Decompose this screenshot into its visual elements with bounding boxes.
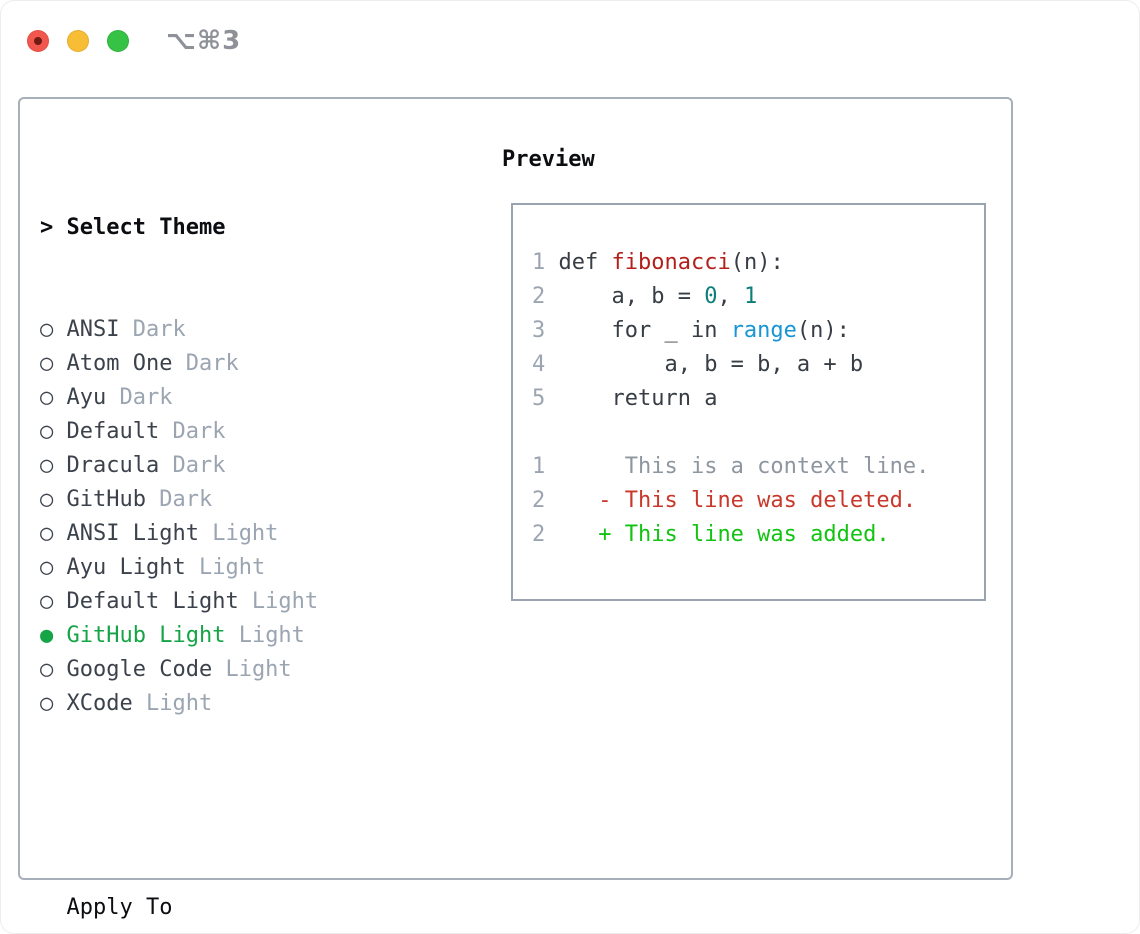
theme-variant-tag: Dark (119, 317, 186, 342)
line-number: 2 (532, 522, 559, 547)
theme-option-atom-one[interactable]: ○ Atom One Dark (40, 347, 411, 381)
titlebar: ⌥⌘3 (27, 26, 241, 56)
select-theme-header: > Select Theme (40, 211, 411, 245)
code-line: 2 a, b = 0, 1 (532, 280, 984, 314)
line-number: 1 (532, 454, 559, 479)
theme-variant-tag: Light (198, 521, 279, 546)
unsaved-dot-icon (34, 37, 42, 45)
theme-name: Default Light (66, 589, 239, 614)
radio-unselected-icon: ○ (40, 657, 67, 682)
window-title: ⌥⌘3 (166, 26, 242, 56)
radio-unselected-icon: ○ (40, 419, 67, 444)
theme-name: Ayu Light (66, 555, 186, 580)
line-number: 4 (532, 352, 559, 377)
theme-name: Atom One (66, 351, 173, 376)
spacer (40, 789, 411, 823)
theme-variant-tag: Light (132, 691, 213, 716)
maximize-button[interactable] (107, 30, 129, 52)
theme-name: Dracula (66, 453, 160, 478)
select-theme-title: Select Theme (66, 215, 226, 240)
theme-name: XCode (66, 691, 133, 716)
theme-name: Ayu (66, 385, 107, 410)
code-token-deleted: - This line was deleted. (558, 488, 917, 513)
radio-unselected-icon: ○ (40, 317, 67, 342)
theme-option-xcode[interactable]: ○ XCode Light (40, 687, 411, 721)
minimize-button[interactable] (67, 30, 89, 52)
apply-to-header: Apply To (66, 895, 173, 920)
code-line (532, 416, 984, 450)
theme-variant-tag: Dark (106, 385, 173, 410)
theme-variant-tag: Dark (159, 453, 226, 478)
code-token-context: This is a context line. (558, 454, 930, 479)
theme-option-ayu[interactable]: ○ Ayu Dark (40, 381, 411, 415)
code-line: 4 a, b = b, a + b (532, 348, 984, 382)
theme-picker-panel: > Select Theme ○ ANSI Dark○ Atom One Dar… (18, 97, 1013, 920)
theme-name: GitHub Light (66, 623, 226, 648)
code-token-plain: a, b = b, a + b (558, 352, 864, 377)
close-button[interactable] (27, 30, 49, 52)
preview-title: Preview (502, 147, 595, 172)
code-line: 2 - This line was deleted. (532, 484, 984, 518)
line-number: 5 (532, 386, 559, 411)
code-line: 5 return a (532, 382, 984, 416)
code-token-plain: for _ in (558, 318, 731, 343)
radio-unselected-icon: ○ (40, 453, 67, 478)
radio-unselected-icon: ○ (40, 521, 67, 546)
code-token-plain: (n): (796, 318, 850, 343)
code-token-added: + This line was added. (558, 522, 890, 547)
code-line: 1 This is a context line. (532, 450, 984, 484)
theme-option-default-light[interactable]: ○ Default Light Light (40, 585, 411, 619)
theme-name: ANSI (66, 317, 120, 342)
theme-option-github[interactable]: ○ GitHub Dark (40, 483, 411, 517)
radio-unselected-icon: ○ (40, 555, 67, 580)
code-token-func: fibonacci (611, 250, 731, 275)
line-number: 1 (532, 250, 559, 275)
theme-option-dracula[interactable]: ○ Dracula Dark (40, 449, 411, 483)
theme-variant-tag: Light (225, 623, 305, 648)
theme-option-ayu-light[interactable]: ○ Ayu Light Light (40, 551, 411, 585)
theme-option-google-code[interactable]: ○ Google Code Light (40, 653, 411, 687)
theme-option-ansi[interactable]: ○ ANSI Dark (40, 313, 411, 347)
radio-unselected-icon: ○ (40, 487, 67, 512)
theme-variant-tag: Light (238, 589, 319, 614)
theme-variant-tag: Light (212, 657, 292, 682)
code-token-plain: def (558, 250, 612, 275)
cursor-icon: > (40, 215, 67, 240)
code-line: 1 def fibonacci(n): (532, 246, 984, 280)
code-token-plain: a, b = (558, 284, 705, 309)
code-line: 2 + This line was added. (532, 518, 984, 552)
theme-list: ○ ANSI Dark○ Atom One Dark○ Ayu Dark○ De… (40, 313, 411, 721)
code-token-plain: , (717, 284, 744, 309)
radio-selected-icon: ● (40, 623, 67, 648)
theme-name: ANSI Light (66, 521, 199, 546)
code-token-num: 1 (743, 284, 758, 309)
line-number: 2 (532, 488, 559, 513)
theme-variant-tag: Dark (172, 351, 239, 376)
code-token-plain: return a (558, 386, 718, 411)
radio-unselected-icon: ○ (40, 385, 67, 410)
line-number: 3 (532, 318, 559, 343)
code-line: 3 for _ in range(n): (532, 314, 984, 348)
theme-variant-tag: Light (185, 555, 266, 580)
radio-unselected-icon: ○ (40, 351, 67, 376)
code-token-builtin: range (730, 318, 797, 343)
theme-option-github-light[interactable]: ● GitHub Light Light (40, 619, 411, 653)
theme-name: Google Code (66, 657, 213, 682)
theme-option-ansi-light[interactable]: ○ ANSI Light Light (40, 517, 411, 551)
theme-variant-tag: Dark (145, 487, 213, 512)
theme-variant-tag: Dark (159, 419, 226, 444)
code-token-num: 0 (704, 284, 718, 309)
theme-name: GitHub (66, 487, 146, 512)
theme-option-default[interactable]: ○ Default Dark (40, 415, 411, 449)
code-token-plain: (n): (730, 250, 784, 275)
radio-unselected-icon: ○ (40, 589, 67, 614)
theme-name: Default (66, 419, 160, 444)
theme-selector-column: > Select Theme ○ ANSI Dark○ Atom One Dar… (40, 143, 411, 934)
line-number (532, 420, 559, 445)
line-number: 2 (532, 284, 559, 309)
radio-unselected-icon: ○ (40, 691, 67, 716)
